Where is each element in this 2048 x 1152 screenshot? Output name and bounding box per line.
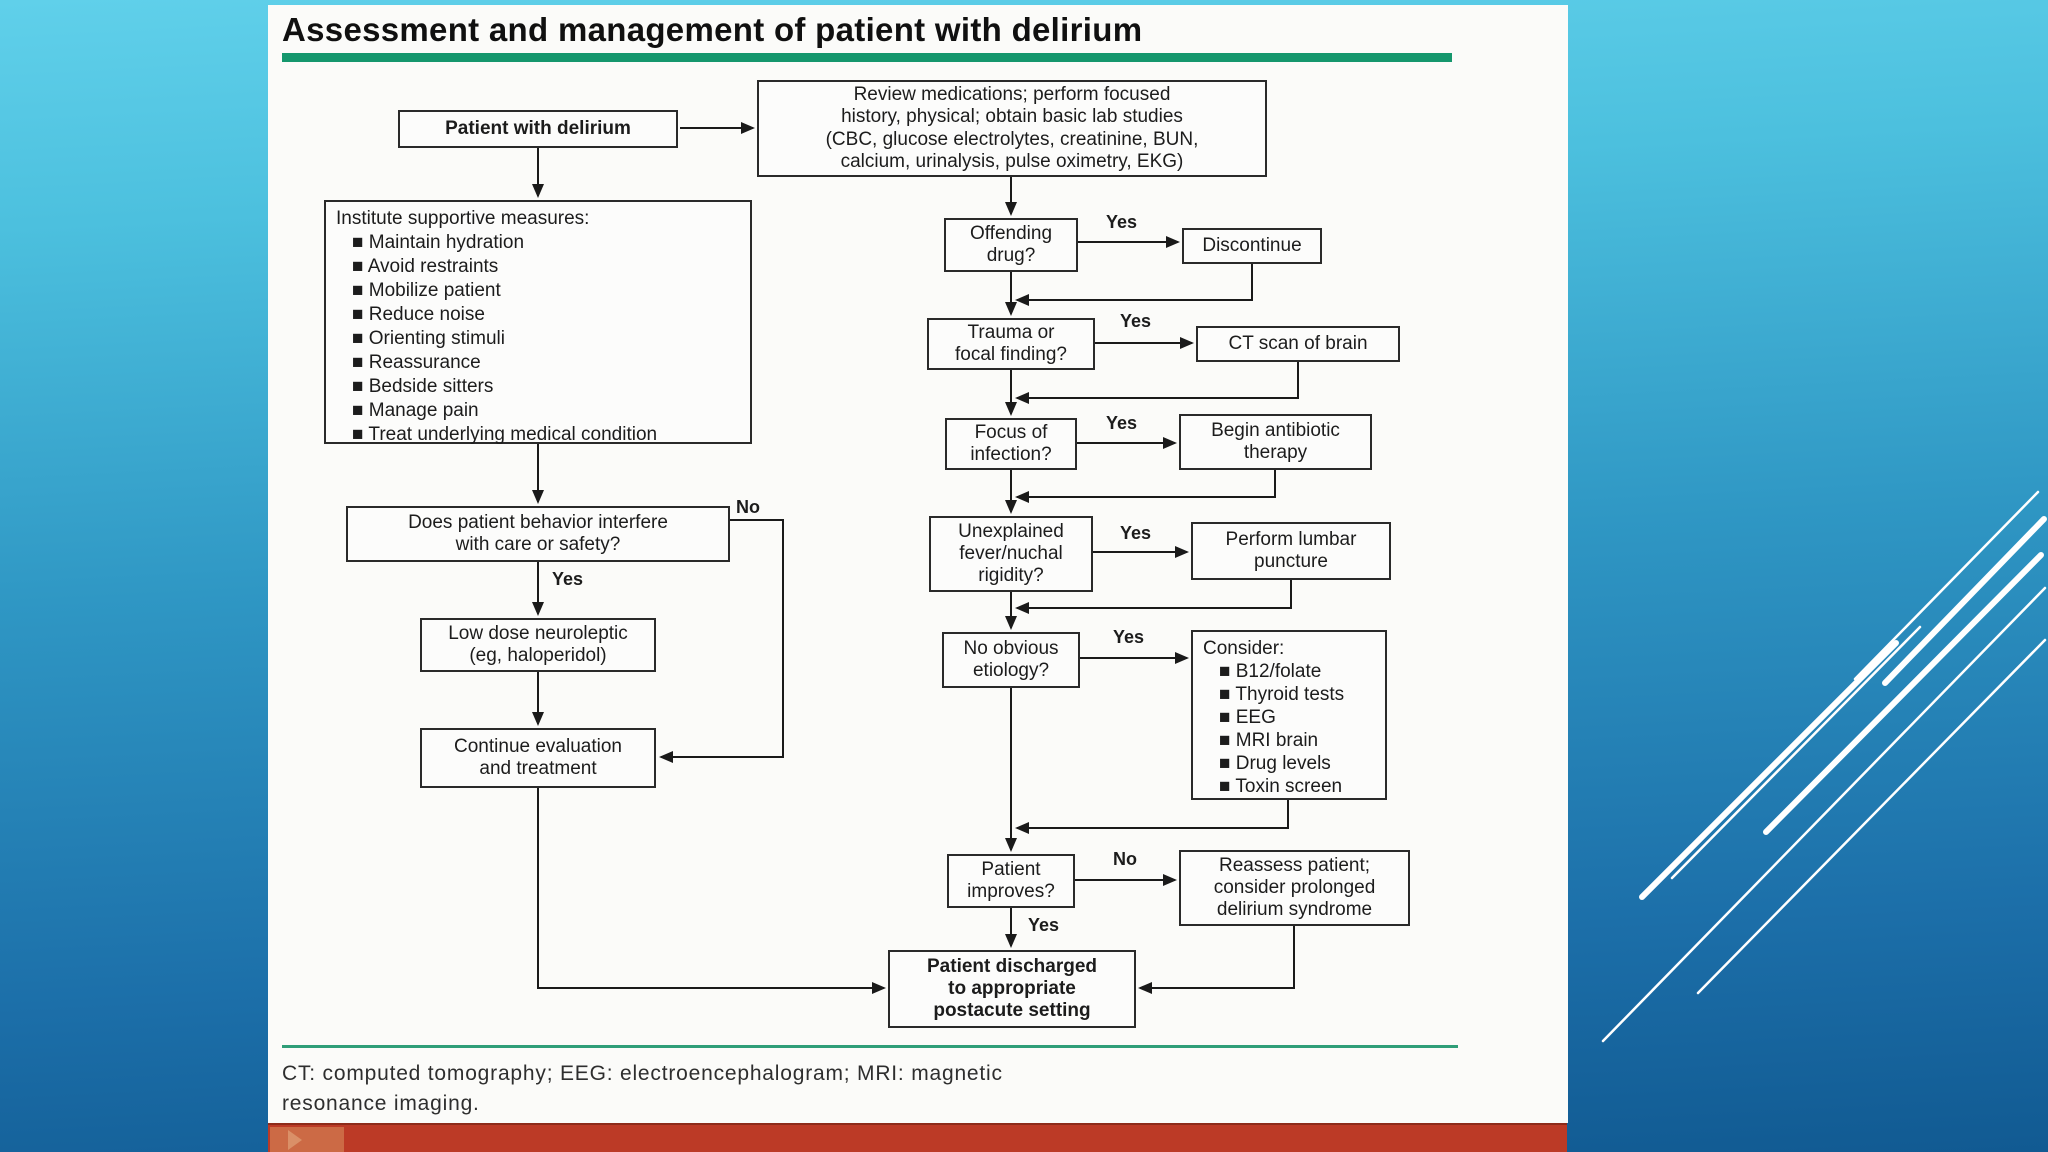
list-item: ■ B12/folate: [1219, 661, 1322, 682]
list-item: ■ Thyroid tests: [1219, 684, 1345, 705]
branch-label-yes: Yes: [552, 569, 584, 589]
bottom-bar-icon: [270, 1127, 344, 1152]
consider-list: ■ B12/folate■ Thyroid tests■ EEG■ MRI br…: [1203, 660, 1377, 798]
branch-label-yes: Yes: [1113, 627, 1145, 647]
abbreviation-footnote: CT: computed tomography; EEG: electroenc…: [282, 1062, 1003, 1116]
list-item: ■ Reassurance: [352, 352, 481, 373]
node-trauma-focal-finding: Trauma or focal finding?: [927, 318, 1095, 370]
branch-label-no: No: [1113, 849, 1137, 869]
title-underline: [282, 53, 1452, 62]
footnote-separator: [282, 1045, 1458, 1048]
list-item: ■ Manage pain: [352, 400, 479, 421]
slide-title: Assessment and management of patient wit…: [282, 11, 1143, 48]
node-reassess-patient: Reassess patient; consider prolonged del…: [1179, 850, 1410, 926]
node-patient-with-delirium: Patient with delirium: [398, 110, 678, 148]
bottom-bar: [268, 1123, 1567, 1152]
list-item: ■ Mobilize patient: [352, 280, 501, 301]
list-item: ■ Maintain hydration: [352, 232, 525, 253]
list-item: ■ Orienting stimuli: [352, 328, 505, 349]
list-item: ■ Toxin screen: [1219, 776, 1343, 797]
node-consider-workup: Consider: ■ B12/folate■ Thyroid tests■ E…: [1191, 630, 1387, 800]
node-continue-evaluation: Continue evaluation and treatment: [420, 728, 656, 788]
node-no-obvious-etiology: No obvious etiology?: [942, 632, 1080, 688]
node-offending-drug: Offending drug?: [944, 218, 1078, 272]
flowchart-arrows: [532, 122, 1299, 994]
node-unexplained-fever: Unexplained fever/nuchal rigidity?: [929, 516, 1093, 592]
node-lumbar-puncture: Perform lumbar puncture: [1191, 522, 1391, 580]
list-item: ■ Reduce noise: [352, 304, 485, 325]
list-item: ■ Drug levels: [1219, 753, 1331, 774]
node-review-medications: Review medications; perform focused hist…: [757, 80, 1267, 177]
node-patient-improves: Patient improves?: [947, 854, 1075, 908]
branch-label-yes: Yes: [1120, 523, 1152, 543]
branch-label-yes: Yes: [1120, 311, 1152, 331]
list-item: ■ Bedside sitters: [352, 376, 494, 397]
branch-label-yes: Yes: [1106, 413, 1138, 433]
node-ct-scan-brain: CT scan of brain: [1196, 326, 1400, 362]
branch-label-yes: Yes: [1028, 915, 1060, 935]
node-focus-of-infection: Focus of infection?: [945, 418, 1077, 470]
consider-header: Consider:: [1203, 638, 1285, 659]
branch-label-yes: Yes: [1106, 212, 1138, 232]
node-patient-discharged: Patient discharged to appropriate postac…: [888, 950, 1136, 1028]
node-low-dose-neuroleptic: Low dose neuroleptic (eg, haloperidol): [420, 618, 656, 672]
flowchart-panel: Assessment and management of patient wit…: [268, 5, 1568, 1123]
node-discontinue: Discontinue: [1182, 228, 1322, 264]
supportive-measures-header: Institute supportive measures:: [336, 208, 590, 229]
supportive-measures-list: ■ Maintain hydration ■ Avoid restraints ■ …: [336, 231, 742, 447]
list-item: ■ MRI brain: [1219, 730, 1319, 751]
list-item: ■ Avoid restraints: [352, 256, 499, 277]
branch-label-no: No: [736, 497, 760, 517]
list-item: ■ Treat underlying medical condition: [352, 424, 658, 445]
node-supportive-measures: Institute supportive measures: ■ Maintai…: [324, 200, 752, 447]
node-begin-antibiotic: Begin antibiotic therapy: [1179, 414, 1372, 470]
node-behavior-interferes: Does patient behavior interfere with car…: [346, 506, 730, 562]
list-item: ■ EEG: [1219, 707, 1276, 728]
